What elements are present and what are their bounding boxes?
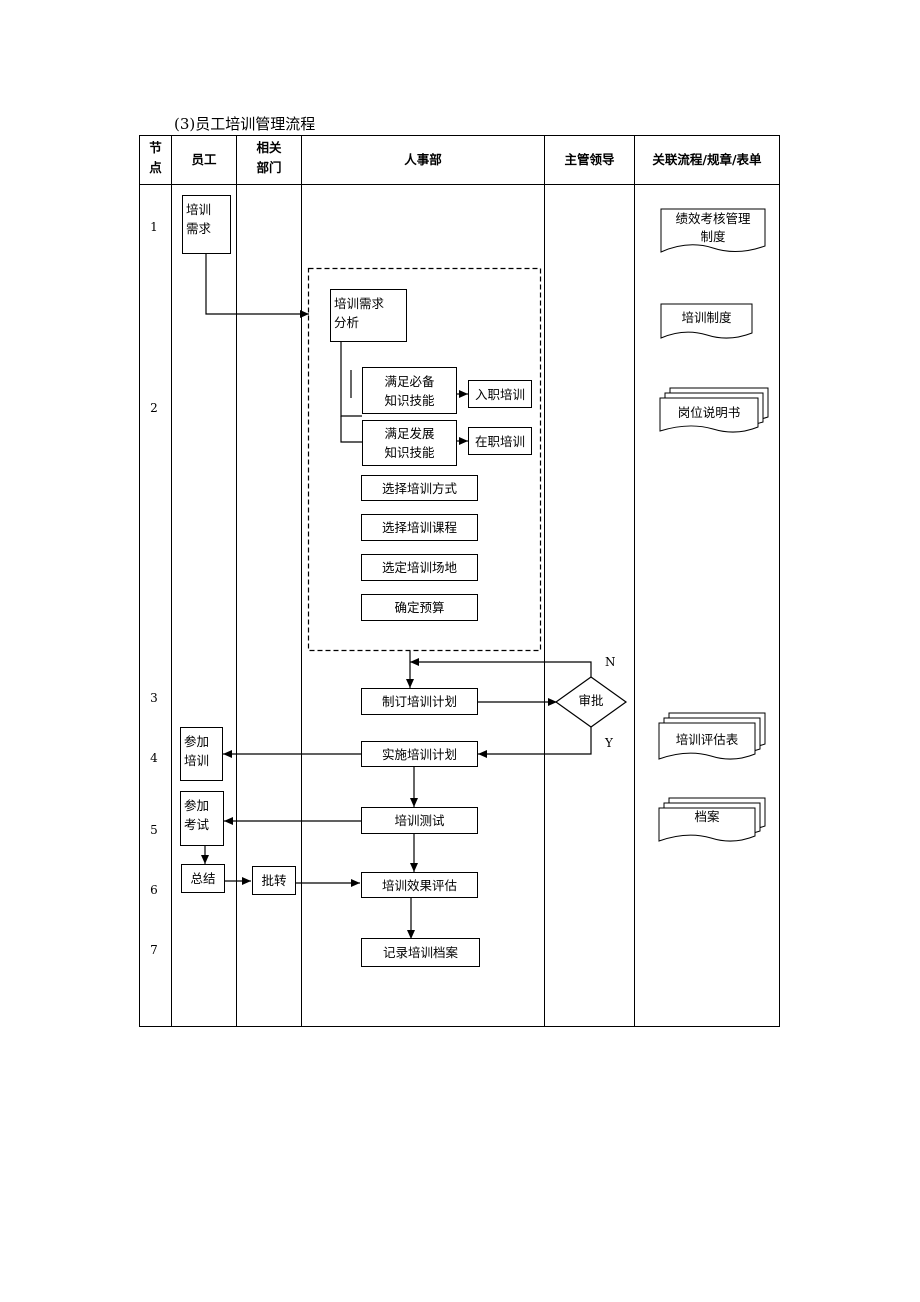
table-border bbox=[139, 135, 780, 1027]
step-training-needs[interactable]: 培训 需求 bbox=[182, 195, 231, 254]
step-basic-skills[interactable]: 满足必备 知识技能 bbox=[362, 367, 457, 414]
header-hr: 人事部 bbox=[404, 152, 442, 167]
step-label-line: 培训 bbox=[184, 753, 210, 768]
step-needs-analysis[interactable]: 培训需求 分析 bbox=[330, 289, 407, 342]
approve-decision-diamond bbox=[554, 676, 628, 728]
doc-shape-job-description bbox=[659, 397, 759, 433]
node-number: 7 bbox=[150, 943, 158, 957]
step-onjob-training[interactable]: 在职培训 bbox=[468, 427, 532, 455]
step-label-line: 分析 bbox=[334, 315, 360, 330]
doc-shape-evaluation-form bbox=[658, 722, 756, 760]
header-related-dept: 相关 部门 bbox=[237, 138, 301, 178]
decision-no-label: N bbox=[605, 655, 616, 669]
node-number: 4 bbox=[150, 751, 158, 765]
step-label-line: 知识技能 bbox=[384, 392, 435, 408]
step-evaluate-effect[interactable]: 培训效果评估 bbox=[361, 872, 478, 898]
doc-training-system: 培训制度 bbox=[681, 310, 732, 325]
page-title: (3)员工培训管理流程 bbox=[174, 115, 316, 133]
step-choose-course[interactable]: 选择培训课程 bbox=[361, 514, 478, 541]
step-label-line: 培训需求 bbox=[334, 296, 385, 311]
node-number: 6 bbox=[150, 883, 158, 897]
node-number: 2 bbox=[150, 401, 158, 415]
header-supervisor: 主管领导 bbox=[564, 152, 615, 167]
step-confirm-budget[interactable]: 确定预算 bbox=[361, 594, 478, 621]
header-employee: 员工 bbox=[191, 152, 217, 167]
swimlane-table bbox=[139, 135, 780, 1027]
step-onboarding-training[interactable]: 入职培训 bbox=[468, 380, 532, 408]
header-related-docs: 关联流程/规章/表单 bbox=[652, 152, 762, 167]
step-label-line: 考试 bbox=[184, 817, 210, 832]
node-number: 3 bbox=[150, 691, 158, 705]
doc-shape-training-system bbox=[660, 303, 753, 339]
step-label-line: 知识技能 bbox=[384, 445, 435, 460]
doc-label-line: 制度 bbox=[700, 229, 726, 244]
step-summary[interactable]: 总结 bbox=[181, 864, 225, 893]
doc-job-description: 岗位说明书 bbox=[677, 405, 741, 420]
analysis-group-dashed-border bbox=[307, 267, 542, 652]
step-training-test[interactable]: 培训测试 bbox=[361, 807, 478, 834]
step-label-line: 参加 bbox=[184, 734, 210, 749]
needs-to-analysis-arrow bbox=[205, 254, 309, 318]
step-attend-exam[interactable]: 参加 考试 bbox=[180, 791, 224, 846]
header-node-line1: 节 bbox=[149, 140, 162, 155]
analysis-branch-development bbox=[340, 416, 362, 443]
step-forward[interactable]: 批转 bbox=[252, 866, 296, 895]
step-label-line: 参加 bbox=[184, 798, 210, 813]
step-implement-plan[interactable]: 实施培训计划 bbox=[361, 741, 478, 767]
doc-shape-performance bbox=[660, 208, 766, 253]
approve-no-loop-arrow bbox=[410, 658, 592, 677]
header-node: 节 点 bbox=[140, 138, 171, 178]
header-related-dept-line1: 相关 bbox=[256, 140, 282, 155]
decision-yes-label: Y bbox=[605, 736, 613, 750]
step-record-archive[interactable]: 记录培训档案 bbox=[361, 938, 480, 967]
approve-yes-arrow bbox=[478, 727, 592, 758]
node-number: 5 bbox=[150, 823, 158, 837]
step-choose-method[interactable]: 选择培训方式 bbox=[361, 475, 478, 501]
header-related-dept-line2: 部门 bbox=[256, 160, 282, 175]
step-choose-venue[interactable]: 选定培训场地 bbox=[361, 554, 478, 581]
doc-performance-system: 绩效考核管理 制度 bbox=[661, 210, 765, 246]
step-attend-training[interactable]: 参加 培训 bbox=[180, 727, 223, 781]
step-label-line: 满足发展 bbox=[384, 426, 435, 441]
step-label-line: 培训 bbox=[186, 202, 212, 217]
step-make-plan[interactable]: 制订培训计划 bbox=[361, 688, 478, 715]
step-label-line: 满足必备 bbox=[384, 373, 435, 389]
doc-evaluation-form: 培训评估表 bbox=[675, 732, 739, 747]
step-development-skills[interactable]: 满足发展 知识技能 bbox=[362, 420, 457, 466]
decision-approve-label: 审批 bbox=[578, 693, 604, 708]
doc-shape-archive bbox=[658, 807, 756, 842]
doc-label-line: 绩效考核管理 bbox=[675, 211, 751, 226]
header-node-line2: 点 bbox=[149, 160, 162, 175]
node-number: 1 bbox=[150, 220, 158, 234]
doc-archive: 档案 bbox=[694, 809, 720, 824]
step-label-line: 需求 bbox=[186, 221, 212, 236]
